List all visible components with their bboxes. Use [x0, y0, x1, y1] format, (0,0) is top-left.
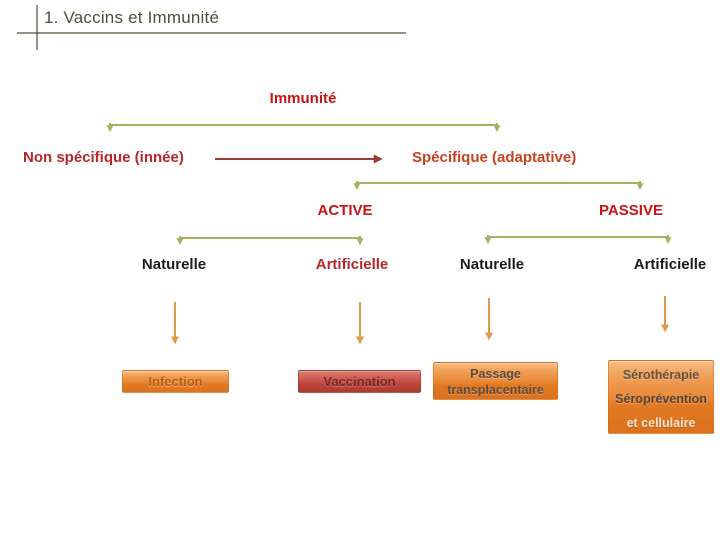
leaf-passive-naturelle: Naturelle — [459, 256, 525, 273]
node-immunite: Immunité — [269, 90, 337, 107]
leaf-passive-artificielle: Artificielle — [633, 256, 707, 273]
box-sero-line2: Séroprévention — [615, 392, 707, 406]
node-non-specifique: Non spécifique (innée) — [23, 149, 184, 166]
box-passage-line1: Passage — [470, 367, 521, 381]
box-serotherapie: Sérothérapie Séroprévention et cellulair… — [608, 360, 714, 434]
box-vaccination: Vaccination — [298, 370, 421, 393]
box-sero-line1: Sérothérapie — [622, 368, 700, 382]
node-passive: PASSIVE — [599, 202, 663, 219]
box-passage-transplacentaire: Passage transplacentaire — [433, 362, 558, 400]
box-passage-line2: transplacentaire — [447, 383, 544, 397]
leaf-active-artificielle: Artificielle — [315, 256, 389, 273]
node-active: ACTIVE — [317, 202, 373, 219]
box-infection: Infection — [122, 370, 229, 393]
slide-title: 1. Vaccins et Immunité — [44, 8, 220, 27]
node-specifique: Spécifique (adaptative) — [412, 149, 577, 166]
leaf-active-naturelle: Naturelle — [141, 256, 207, 273]
box-sero-line3: et cellulaire — [626, 416, 696, 430]
